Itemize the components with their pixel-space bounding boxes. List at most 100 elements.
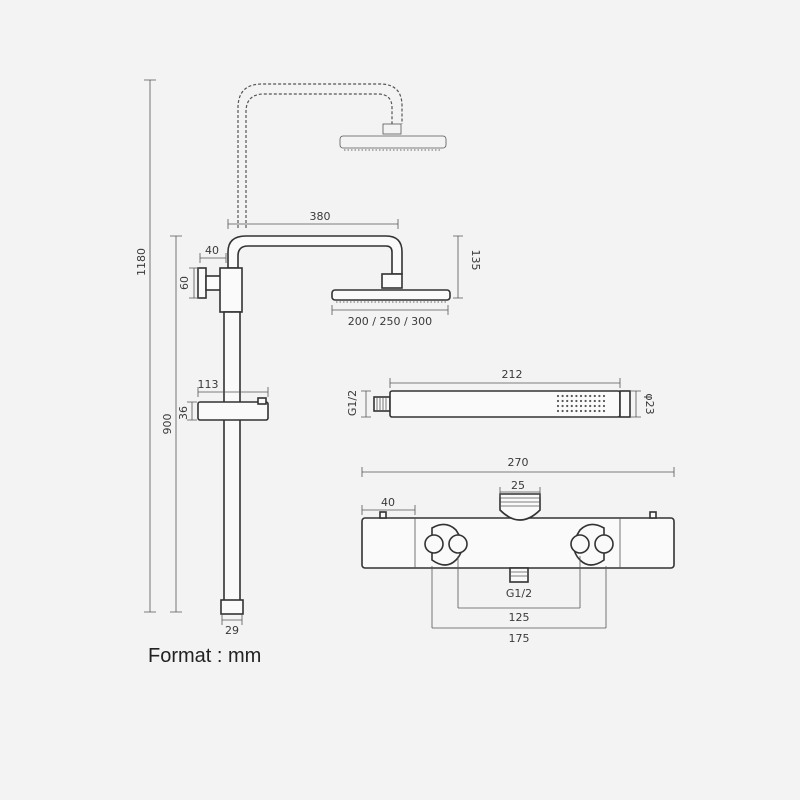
- shower-head: [331, 289, 451, 301]
- mixer-top-pin-right: [649, 511, 657, 519]
- nozzle-dot: [584, 409, 587, 413]
- dim-380: 380: [310, 210, 331, 223]
- nozzle-dot: [566, 404, 569, 408]
- dim-25: 25: [511, 479, 525, 492]
- nozzle-dot: [579, 399, 583, 403]
- dim-line-60: [189, 267, 199, 299]
- nozzle-dot: [589, 409, 592, 413]
- pipe-end-cap: [220, 599, 244, 615]
- nozzle-dot: [570, 399, 573, 403]
- mixer-bottom-outlet-thread: [510, 571, 528, 577]
- tall-shower-head: [339, 135, 447, 149]
- nozzle-dot: [561, 409, 564, 413]
- nozzle-dot: [561, 394, 564, 398]
- mixer-top-pin-left: [379, 511, 387, 519]
- dim-40: 40: [205, 244, 219, 257]
- unit-caption: Format : mm: [148, 645, 262, 667]
- head-connector: [381, 273, 403, 289]
- wall-bracket-plate: [197, 267, 207, 299]
- dim-40-mixer: 40: [381, 496, 395, 509]
- dim-line-212: [389, 378, 621, 388]
- mixer-left-knob: [424, 534, 444, 554]
- nozzle-dot: [602, 409, 606, 413]
- nozzle-dot: [602, 399, 606, 403]
- nozzle-dot: [566, 399, 569, 403]
- mixer-right-knob: [570, 534, 590, 554]
- dim-175: 175: [509, 632, 530, 645]
- dim-g12-hand: G1/2: [346, 390, 359, 416]
- nozzle-dot: [566, 409, 569, 413]
- hand-shower-end: [619, 390, 631, 418]
- dim-line-40: [199, 253, 227, 263]
- nozzle-dot: [575, 399, 578, 403]
- dim-60: 60: [178, 276, 191, 290]
- nozzle-dot: [575, 409, 578, 413]
- nozzle-dot: [561, 399, 564, 403]
- mixer-top-outlet: [499, 493, 541, 521]
- nozzle-dot: [598, 409, 601, 413]
- mixer-body: [361, 517, 675, 569]
- nozzle-dot: [593, 399, 596, 403]
- nozzle-dot: [566, 394, 569, 398]
- tall-head-connector: [382, 123, 402, 135]
- dim-1180: 1180: [135, 248, 148, 276]
- dim-line-380: [227, 219, 399, 229]
- nozzle-dot: [598, 394, 601, 398]
- dim-270: 270: [508, 456, 529, 469]
- nozzle-dot: [570, 409, 573, 413]
- mixer-bottom-outlet: [509, 567, 529, 583]
- mixer-valve: 270 25 40 G1/2 125 175: [361, 456, 675, 645]
- dim-g12-mixer: G1/2: [506, 587, 532, 600]
- dim-line-125: [457, 556, 581, 609]
- nozzle-dot: [584, 404, 587, 408]
- diverter-block: [219, 267, 243, 313]
- dim-212: 212: [502, 368, 523, 381]
- hand-shower-body: [389, 390, 621, 418]
- nozzle-dot: [570, 394, 573, 398]
- dim-line-135: [453, 235, 463, 299]
- nozzle-dot: [579, 394, 583, 398]
- hand-shower: 212 G1/2 φ23: [346, 368, 656, 418]
- dim-125: 125: [509, 611, 530, 624]
- nozzle-dot: [575, 404, 578, 408]
- shower-arm: [227, 235, 403, 275]
- nozzle-dot: [556, 409, 560, 413]
- hand-holder-knob: [257, 397, 267, 405]
- hand-holder: [197, 401, 269, 421]
- hand-shower-thread: [373, 396, 391, 412]
- nozzle-dot: [589, 404, 592, 408]
- nozzle-dot: [556, 399, 560, 403]
- dim-36: 36: [177, 406, 190, 420]
- nozzle-dot: [602, 394, 606, 398]
- nozzle-dot: [584, 399, 587, 403]
- dim-line-175: [431, 566, 607, 629]
- dim-line-head: [331, 305, 449, 315]
- nozzle-dot: [584, 394, 587, 398]
- dim-900: 900: [161, 414, 174, 435]
- dim-line-g12-hand: [361, 390, 371, 418]
- nozzle-dot: [561, 404, 564, 408]
- nozzle-dot: [579, 409, 583, 413]
- dim-23: φ23: [643, 393, 656, 414]
- mixer-left-knob-2: [448, 534, 468, 554]
- dim-line-29: [221, 615, 243, 625]
- dim-line-900: [170, 235, 182, 613]
- mixer-top-outlet-thread: [500, 497, 540, 507]
- nozzle-dot: [593, 404, 596, 408]
- hand-shower-nozzles: [556, 394, 606, 413]
- dim-line-40-mixer: [361, 505, 416, 515]
- nozzle-dot: [589, 399, 592, 403]
- nozzle-dot: [556, 404, 560, 408]
- dim-113: 113: [198, 378, 219, 391]
- nozzle-dot: [593, 394, 596, 398]
- thread-lines: [376, 397, 387, 411]
- dim-line-113: [197, 387, 269, 397]
- riser-pipe: [223, 311, 241, 603]
- dim-line-270: [361, 467, 675, 477]
- nozzle-dot: [570, 404, 573, 408]
- nozzle-dot: [556, 394, 560, 398]
- nozzle-dot: [579, 404, 583, 408]
- nozzle-dot: [589, 394, 592, 398]
- dim-head-sizes: 200 / 250 / 300: [348, 315, 432, 328]
